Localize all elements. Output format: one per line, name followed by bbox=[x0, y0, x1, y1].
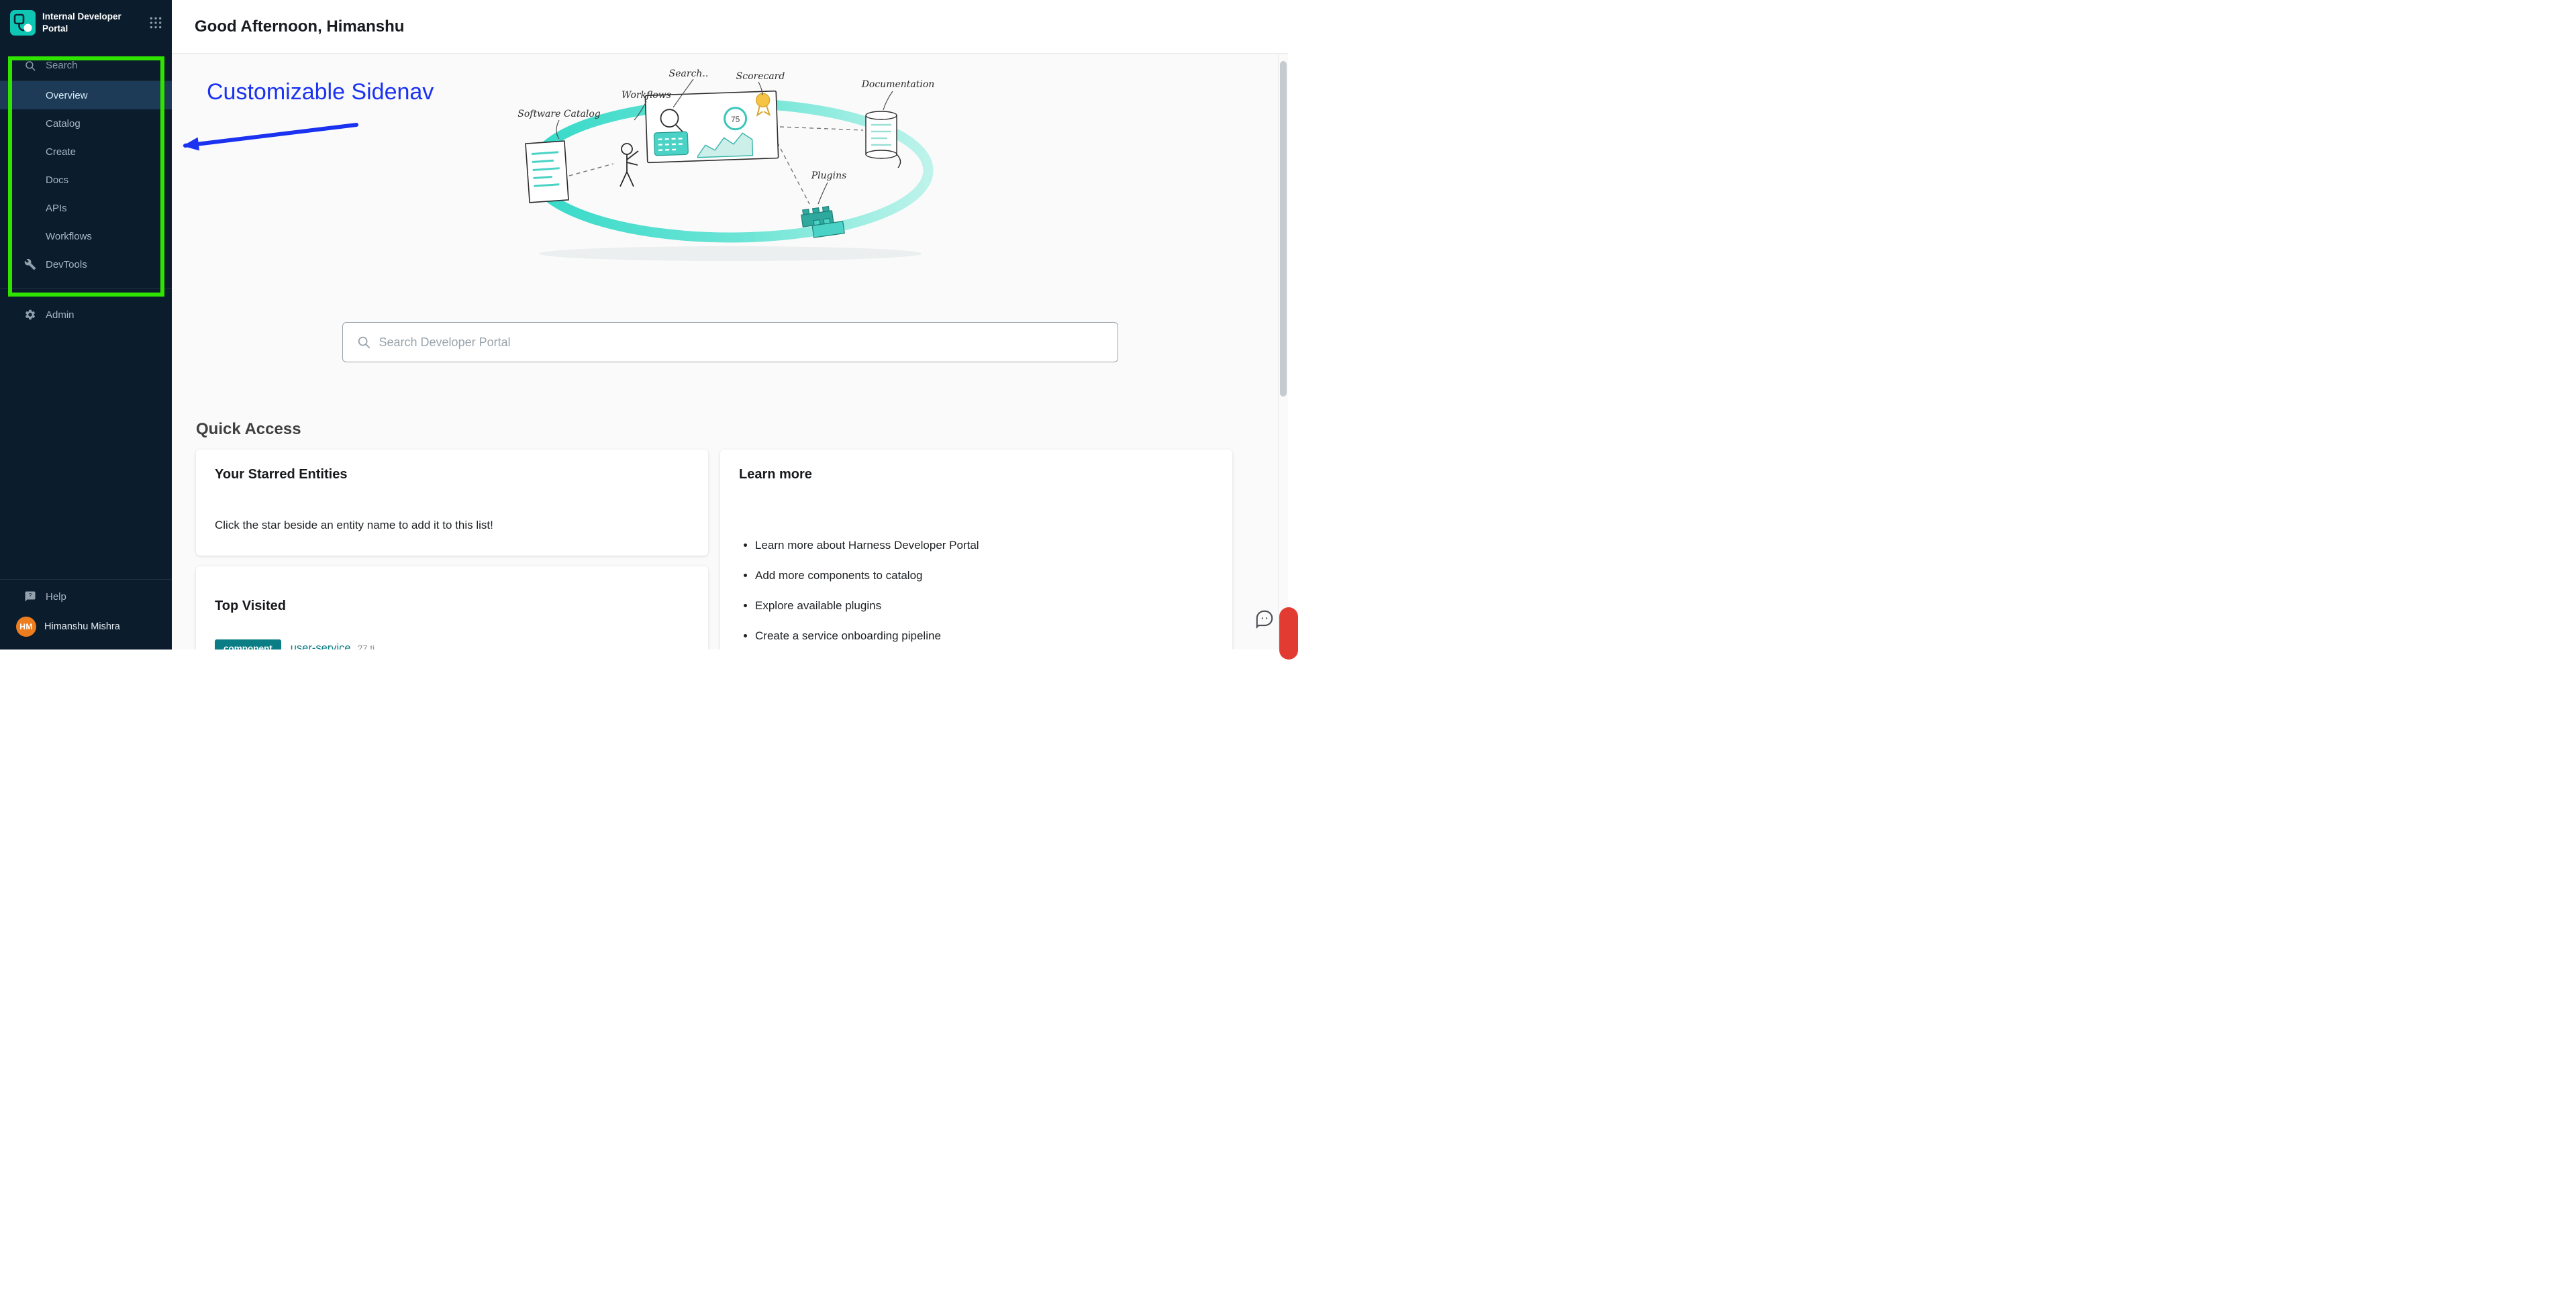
top-visited-card: Top Visited component user-service 27 ti bbox=[196, 566, 708, 650]
sidebar-item-workflows[interactable]: Workflows bbox=[0, 222, 172, 250]
sidebar-search-label: Search bbox=[46, 60, 78, 71]
sidebar-item-devtools[interactable]: DevTools bbox=[0, 250, 172, 278]
starred-entities-title: Your Starred Entities bbox=[215, 467, 348, 482]
portal-search-bar bbox=[342, 322, 1118, 362]
sidebar-divider bbox=[0, 579, 172, 580]
hero-dashboard-sketch: 75 bbox=[644, 90, 779, 164]
search-icon bbox=[356, 335, 371, 350]
sidebar-item-admin[interactable]: Admin bbox=[0, 301, 172, 329]
nav-label: APIs bbox=[46, 202, 67, 214]
user-name: Himanshu Mishra bbox=[44, 621, 120, 632]
quick-access-cards: Your Starred Entities Click the star bes… bbox=[196, 450, 1264, 650]
top-visited-title: Top Visited bbox=[215, 599, 286, 613]
hero-connectors bbox=[568, 126, 863, 205]
hero-scroll-sketch bbox=[864, 111, 901, 168]
sidebar-divider bbox=[0, 288, 172, 289]
hero-label-documentation: Documentation bbox=[860, 79, 934, 90]
nav-label: DevTools bbox=[46, 258, 87, 270]
hero-shadow bbox=[538, 246, 922, 261]
sidebar-user[interactable]: HM Himanshu Mishra bbox=[0, 611, 172, 643]
annotation-sidenav-label: Customizable Sidenav bbox=[207, 79, 434, 105]
scrollbar-track[interactable] bbox=[1278, 54, 1288, 650]
help-chat-icon: ? bbox=[24, 590, 36, 603]
main-header: Good Afternoon, Himanshu bbox=[172, 0, 1288, 54]
cards-left-column: Your Starred Entities Click the star bes… bbox=[196, 450, 708, 650]
hero-label-search: Search.. bbox=[668, 68, 708, 79]
hero-section: 75 bbox=[196, 63, 1264, 264]
hero-document-sketch bbox=[524, 140, 569, 203]
starred-entities-empty-message: Click the star beside an entity name to … bbox=[215, 519, 493, 531]
quick-access-title: Quick Access bbox=[196, 420, 301, 438]
hero-label-workflows: Workflows bbox=[622, 90, 671, 101]
hero-lego-sketch bbox=[800, 205, 845, 238]
hero-label-software-catalog: Software Catalog bbox=[517, 109, 601, 119]
hero-label-leaders bbox=[555, 79, 893, 205]
top-visited-row: component user-service 27 ti bbox=[215, 639, 689, 650]
chat-assistant-button[interactable] bbox=[1254, 609, 1275, 632]
sidebar-bottom: ? Help HM Himanshu Mishra bbox=[0, 570, 172, 650]
sidebar-nav: Overview Catalog Create Docs APIs Workfl… bbox=[0, 81, 172, 278]
cards-right-column: Learn more Learn more about Harness Deve… bbox=[720, 450, 1232, 650]
main-area: Good Afternoon, Himanshu bbox=[172, 0, 1288, 650]
main-content: 75 bbox=[172, 54, 1288, 650]
wrench-icon bbox=[24, 258, 36, 270]
nav-label: Admin bbox=[46, 309, 75, 321]
hero-label-scorecard: Scorecard bbox=[736, 71, 785, 82]
hero-person-sketch bbox=[619, 143, 639, 187]
nav-label: Help bbox=[46, 590, 66, 603]
learn-more-item: Explore available plugins bbox=[755, 599, 1213, 613]
portal-search-input[interactable] bbox=[379, 335, 1104, 350]
search-icon bbox=[24, 60, 36, 72]
avatar: HM bbox=[16, 617, 36, 637]
learn-more-list: Learn more about Harness Developer Porta… bbox=[739, 539, 1213, 643]
nav-label: Docs bbox=[46, 174, 69, 186]
sidebar: Internal Developer Portal Search Overvie… bbox=[0, 0, 172, 650]
learn-more-item: Add more components to catalog bbox=[755, 569, 1213, 582]
learn-more-item: Create a service onboarding pipeline bbox=[755, 629, 1213, 643]
portal-title: Internal Developer Portal bbox=[42, 11, 121, 34]
gear-icon bbox=[24, 309, 36, 321]
nav-label: Workflows bbox=[46, 230, 92, 242]
app-root: Internal Developer Portal Search Overvie… bbox=[0, 0, 1288, 650]
sidebar-header: Internal Developer Portal bbox=[0, 0, 172, 42]
entity-kind-chip: component bbox=[215, 639, 281, 650]
hero-label-plugins: Plugins bbox=[810, 170, 846, 181]
resource-center-button[interactable] bbox=[1279, 607, 1298, 660]
portal-logo-icon bbox=[10, 10, 36, 36]
learn-more-card: Learn more Learn more about Harness Deve… bbox=[720, 450, 1232, 650]
sidebar-item-help[interactable]: ? Help bbox=[0, 582, 172, 611]
entity-link[interactable]: user-service bbox=[290, 642, 351, 650]
learn-more-title: Learn more bbox=[739, 467, 812, 482]
starred-entities-card: Your Starred Entities Click the star bes… bbox=[196, 450, 708, 556]
svg-text:?: ? bbox=[29, 592, 32, 599]
hero-score: 75 bbox=[730, 115, 740, 124]
sidebar-search[interactable]: Search bbox=[0, 50, 172, 81]
learn-more-item: Learn more about Harness Developer Porta… bbox=[755, 539, 1213, 552]
sidebar-item-catalog[interactable]: Catalog bbox=[0, 109, 172, 138]
sidebar-item-docs[interactable]: Docs bbox=[0, 166, 172, 194]
nav-label: Create bbox=[46, 146, 77, 158]
sidebar-item-apis[interactable]: APIs bbox=[0, 194, 172, 222]
nav-label: Catalog bbox=[46, 117, 81, 129]
sidebar-item-create[interactable]: Create bbox=[0, 138, 172, 166]
hero-illustration: 75 bbox=[517, 68, 934, 261]
nav-label: Overview bbox=[46, 89, 88, 101]
scrollbar-thumb[interactable] bbox=[1280, 61, 1287, 397]
entity-visit-count: 27 ti bbox=[357, 643, 375, 650]
apps-grid-icon[interactable] bbox=[149, 16, 162, 30]
sidebar-item-overview[interactable]: Overview bbox=[0, 81, 172, 109]
greeting-title: Good Afternoon, Himanshu bbox=[195, 17, 405, 36]
